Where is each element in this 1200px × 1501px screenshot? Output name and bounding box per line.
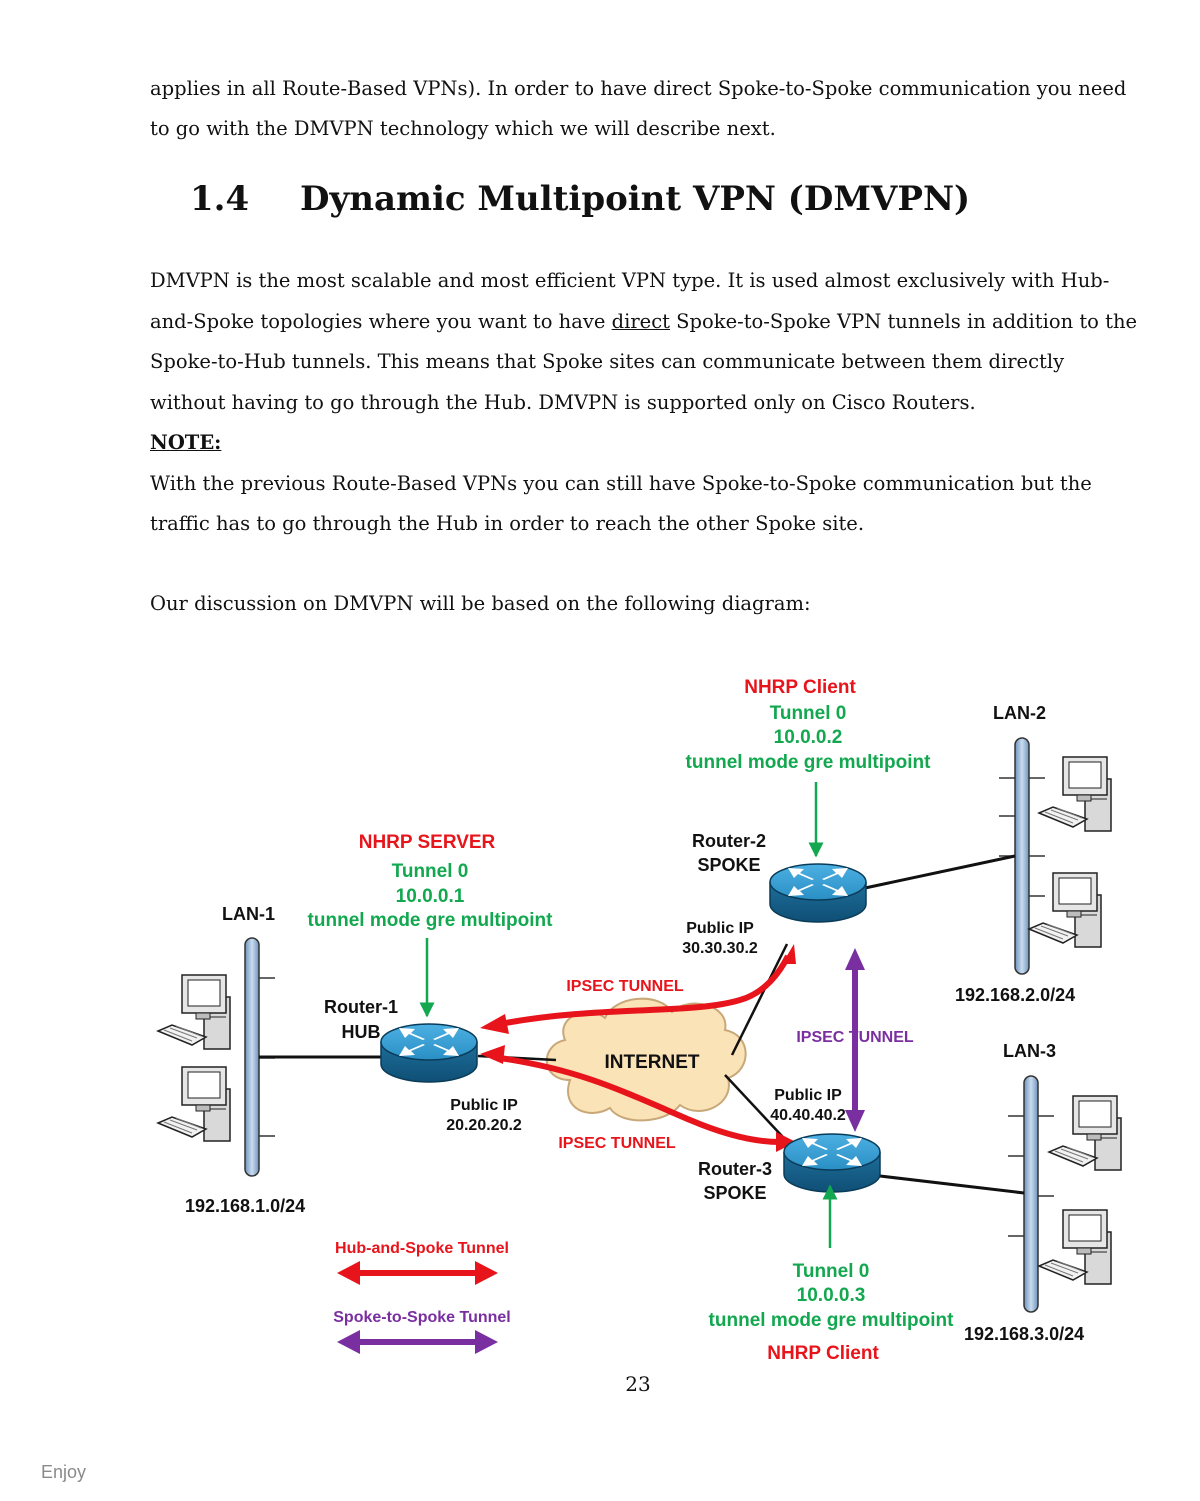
router2-icon bbox=[769, 863, 867, 923]
router1-icon bbox=[380, 1023, 478, 1083]
ipsec-tunnel-label-bottom: IPSEC TUNNEL bbox=[558, 1135, 676, 1152]
note-block: NOTE: With the previous Route-Based VPNs … bbox=[150, 423, 1140, 545]
spoke3-public-ip-label: Public IP bbox=[774, 1087, 842, 1104]
paragraph-dmvpn: DMVPN is the most scalable and most effi… bbox=[150, 261, 1140, 423]
hub-tunnel-label: Tunnel 0 bbox=[392, 861, 469, 882]
lan2-computer-icon bbox=[1038, 756, 1112, 832]
footer-text: Enjoy bbox=[41, 1462, 87, 1482]
arrow-head bbox=[776, 1132, 796, 1152]
lan3-computer-icon bbox=[1048, 1095, 1122, 1171]
internet-label: INTERNET bbox=[605, 1052, 700, 1073]
ipsec-tunnel-label-spoke: IPSEC TUNNEL bbox=[796, 1029, 914, 1046]
spoke2-router-name: Router-2 bbox=[692, 831, 766, 851]
legend-spoke-spoke-arrow bbox=[337, 1330, 498, 1354]
lan2-link bbox=[864, 854, 1016, 890]
section-number: 1.4 bbox=[190, 179, 250, 219]
spoke3-public-ip: 40.40.40.2 bbox=[770, 1107, 846, 1124]
hub-router-type: HUB bbox=[342, 1022, 381, 1042]
note-text: With the previous Route-Based VPNs you c… bbox=[150, 471, 1092, 536]
lan3-subnet: 192.168.3.0/24 bbox=[964, 1324, 1084, 1344]
section-title: Dynamic Multipoint VPN (DMVPN) bbox=[300, 179, 971, 219]
spoke2-public-ip: 30.30.30.2 bbox=[682, 940, 758, 957]
lan1-label: LAN-1 bbox=[222, 904, 275, 924]
intro-line-1: applies in all Route-Based VPNs). In ord… bbox=[150, 77, 1127, 100]
hub-spoke-tunnel-bottom bbox=[499, 1055, 781, 1145]
spoke2-router-type: SPOKE bbox=[697, 855, 760, 875]
internet-cloud bbox=[545, 997, 747, 1122]
lan1-computer-icon bbox=[157, 1066, 231, 1142]
arrow-head bbox=[845, 1110, 865, 1132]
lan2-label: LAN-2 bbox=[993, 703, 1046, 723]
lan3-link bbox=[879, 1174, 1025, 1195]
section-heading: 1.4 Dynamic Multipoint VPN (DMVPN) bbox=[190, 174, 970, 224]
diagram-intro: Our discussion on DMVPN will be based on… bbox=[150, 592, 811, 615]
emphasis-direct: direct bbox=[611, 309, 670, 333]
page-number: 23 bbox=[625, 1372, 651, 1396]
hub-public-ip-label: Public IP bbox=[450, 1097, 518, 1114]
spoke3-role-label: NHRP Client bbox=[767, 1343, 879, 1364]
spoke3-router-name: Router-3 bbox=[698, 1159, 772, 1179]
lan3-computer-icon bbox=[1038, 1209, 1112, 1285]
hub-role-label: NHRP SERVER bbox=[359, 832, 496, 853]
paragraph-dmvpn-text-1: DMVPN is the most scalable and most effi… bbox=[150, 269, 1110, 333]
lan1-computer-icon bbox=[157, 974, 231, 1050]
lan2-computer-icon bbox=[1028, 872, 1102, 948]
legend-hub-spoke-label: Hub-and-Spoke Tunnel bbox=[335, 1240, 509, 1257]
lan1-subnet: 192.168.1.0/24 bbox=[185, 1196, 305, 1216]
wan-link-router2 bbox=[730, 943, 789, 1056]
lan3-label: LAN-3 bbox=[1003, 1041, 1056, 1061]
hub-tunnel-ip: 10.0.0.1 bbox=[396, 886, 465, 907]
spoke3-tunnel-label: Tunnel 0 bbox=[793, 1261, 870, 1282]
spoke2-public-ip-label: Public IP bbox=[686, 920, 754, 937]
spoke2-tunnel-ip: 10.0.0.2 bbox=[774, 727, 843, 748]
ipsec-tunnel-label-top: IPSEC TUNNEL bbox=[566, 978, 684, 995]
legend-spoke-spoke-label: Spoke-to-Spoke Tunnel bbox=[333, 1309, 510, 1326]
paragraph-dmvpn-text-2: Spoke-to-Spoke VPN tunnels in addition t… bbox=[150, 309, 1138, 414]
arrow-head bbox=[480, 1045, 505, 1064]
intro-line-2: to go with the DMVPN technology which we… bbox=[150, 117, 776, 140]
spoke2-tunnel-mode: tunnel mode gre multipoint bbox=[686, 752, 932, 773]
lan2-subnet: 192.168.2.0/24 bbox=[955, 985, 1075, 1005]
arrow-head bbox=[782, 944, 796, 964]
hub-spoke-tunnel-top bbox=[499, 954, 791, 1027]
arrow-head bbox=[845, 948, 865, 970]
hub-router-name: Router-1 bbox=[324, 997, 398, 1017]
legend-hub-spoke-arrow bbox=[337, 1261, 498, 1285]
lan2-segment bbox=[999, 737, 1045, 975]
lan3-segment bbox=[1008, 1075, 1054, 1313]
note-label: NOTE: bbox=[150, 431, 222, 454]
spoke3-tunnel-ip: 10.0.0.3 bbox=[797, 1285, 866, 1306]
hub-public-ip: 20.20.20.2 bbox=[446, 1117, 522, 1134]
spoke2-role-label: NHRP Client bbox=[744, 677, 856, 698]
hub-tunnel-mode: tunnel mode gre multipoint bbox=[308, 910, 554, 931]
spoke2-tunnel-label: Tunnel 0 bbox=[770, 703, 847, 724]
arrow-head bbox=[480, 1014, 509, 1034]
dmvpn-diagram: INTERNET LAN-1 192.168.1.0/24 LAN-2 192.… bbox=[157, 677, 1122, 1364]
spoke3-router-type: SPOKE bbox=[703, 1183, 766, 1203]
spoke3-tunnel-mode: tunnel mode gre multipoint bbox=[709, 1310, 955, 1331]
router3-icon bbox=[783, 1133, 881, 1193]
